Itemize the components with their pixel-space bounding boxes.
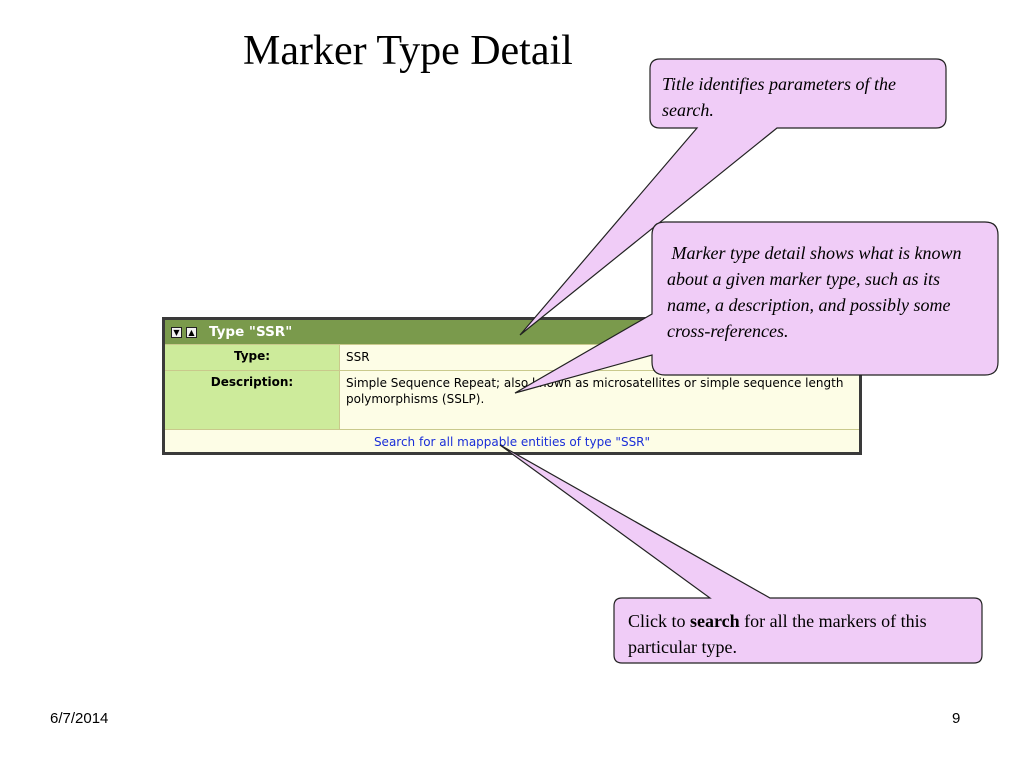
search-callout-bold: search [690,611,740,631]
slide-page-number: 9 [952,710,961,727]
collapse-icon[interactable]: ▼ [171,326,182,338]
expand-icon[interactable]: ▲ [186,326,197,338]
type-label: Type: [165,345,340,370]
title-callout-text: Title identifies parameters of the searc… [662,74,896,120]
search-callout-suffix: for all the markers of this particular t… [628,611,927,657]
search-callout-shape [499,444,983,664]
slide-title: Marker Type Detail [243,28,573,74]
detail-callout-shape [514,221,999,394]
description-row: Description: Simple Sequence Repeat; als… [165,370,859,429]
description-label: Description: [165,371,340,429]
search-mappable-entities-link[interactable]: Search for all mappable entities of type… [373,435,651,449]
title-callout-shape [519,58,947,336]
panel-title: Type "SSR" [209,324,293,340]
slide-date: 6/7/2014 [50,710,109,727]
description-value: Simple Sequence Repeat; also known as mi… [340,371,859,429]
search-link-row: Search for all mappable entities of type… [165,429,859,456]
search-callout-prefix: Click to [628,611,690,631]
search-callout-text: Click to search for all the markers of t… [628,608,968,660]
detail-callout-text: Marker type detail shows what is known a… [667,243,966,341]
